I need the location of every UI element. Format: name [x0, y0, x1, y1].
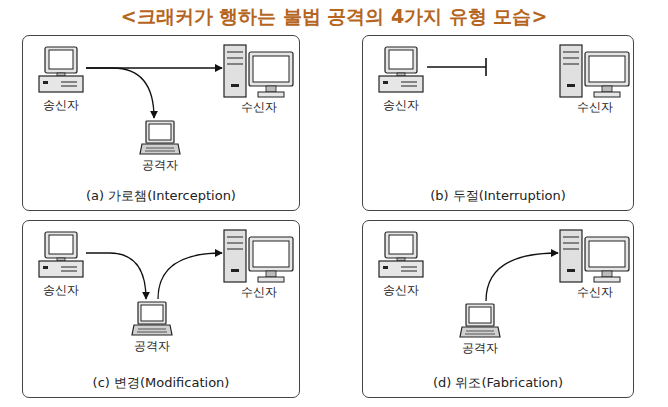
computer-node: 송신자	[377, 231, 425, 297]
computer-node: 수신자	[223, 229, 295, 299]
tower-icon	[223, 44, 295, 98]
connector-arrow	[86, 253, 146, 299]
computer-node: 수신자	[559, 44, 631, 114]
computer-node: 송신자	[377, 46, 425, 112]
pc-icon	[377, 231, 425, 281]
panel-frame: (a) 가로챔(Interception) 송신자 수신자공격자	[22, 35, 300, 211]
pc-icon	[37, 46, 85, 96]
panel-frame: (c) 변경(Modification) 송신자 수신자공격자	[22, 220, 300, 398]
computer-label: 송신자	[383, 98, 419, 112]
panel-caption: (c) 변경(Modification)	[23, 374, 299, 392]
laptop-icon	[139, 120, 181, 156]
computer-label: 송신자	[43, 98, 79, 112]
connector-arrow	[158, 253, 222, 299]
panel-frame: (d) 위조(Fabrication) 송신자 수신자공격자	[362, 220, 634, 398]
computer-node: 공격자	[139, 120, 181, 172]
interrupted-line	[427, 66, 486, 67]
tower-icon	[223, 229, 295, 283]
computer-label: 수신자	[241, 285, 277, 299]
computer-node: 수신자	[223, 44, 295, 114]
computer-label: 수신자	[577, 100, 613, 114]
connector-arrow	[86, 68, 154, 118]
computer-label: 공격자	[142, 158, 178, 172]
computer-node: 공격자	[459, 303, 501, 355]
computer-label: 송신자	[383, 283, 419, 297]
tower-icon	[559, 229, 631, 283]
panel-frame: (b) 두절(Interruption) 송신자 수신자	[362, 35, 634, 211]
connector-arrow	[486, 253, 558, 301]
block-bar	[485, 58, 487, 76]
computer-node: 공격자	[131, 301, 173, 353]
computer-node: 송신자	[37, 46, 85, 112]
laptop-icon	[459, 303, 501, 339]
panel-caption: (b) 두절(Interruption)	[363, 187, 633, 205]
tower-icon	[559, 44, 631, 98]
computer-label: 공격자	[462, 341, 498, 355]
laptop-icon	[131, 301, 173, 337]
computer-label: 공격자	[134, 339, 170, 353]
pc-icon	[37, 231, 85, 281]
computer-label: 수신자	[241, 100, 277, 114]
computer-label: 수신자	[577, 285, 613, 299]
computer-label: 송신자	[43, 283, 79, 297]
panel-caption: (a) 가로챔(Interception)	[23, 187, 299, 205]
computer-node: 수신자	[559, 229, 631, 299]
panel-caption: (d) 위조(Fabrication)	[363, 374, 633, 392]
computer-node: 송신자	[37, 231, 85, 297]
title: <크래커가 행하는 불법 공격의 4가지 유형 모습>	[0, 4, 668, 30]
pc-icon	[377, 46, 425, 96]
